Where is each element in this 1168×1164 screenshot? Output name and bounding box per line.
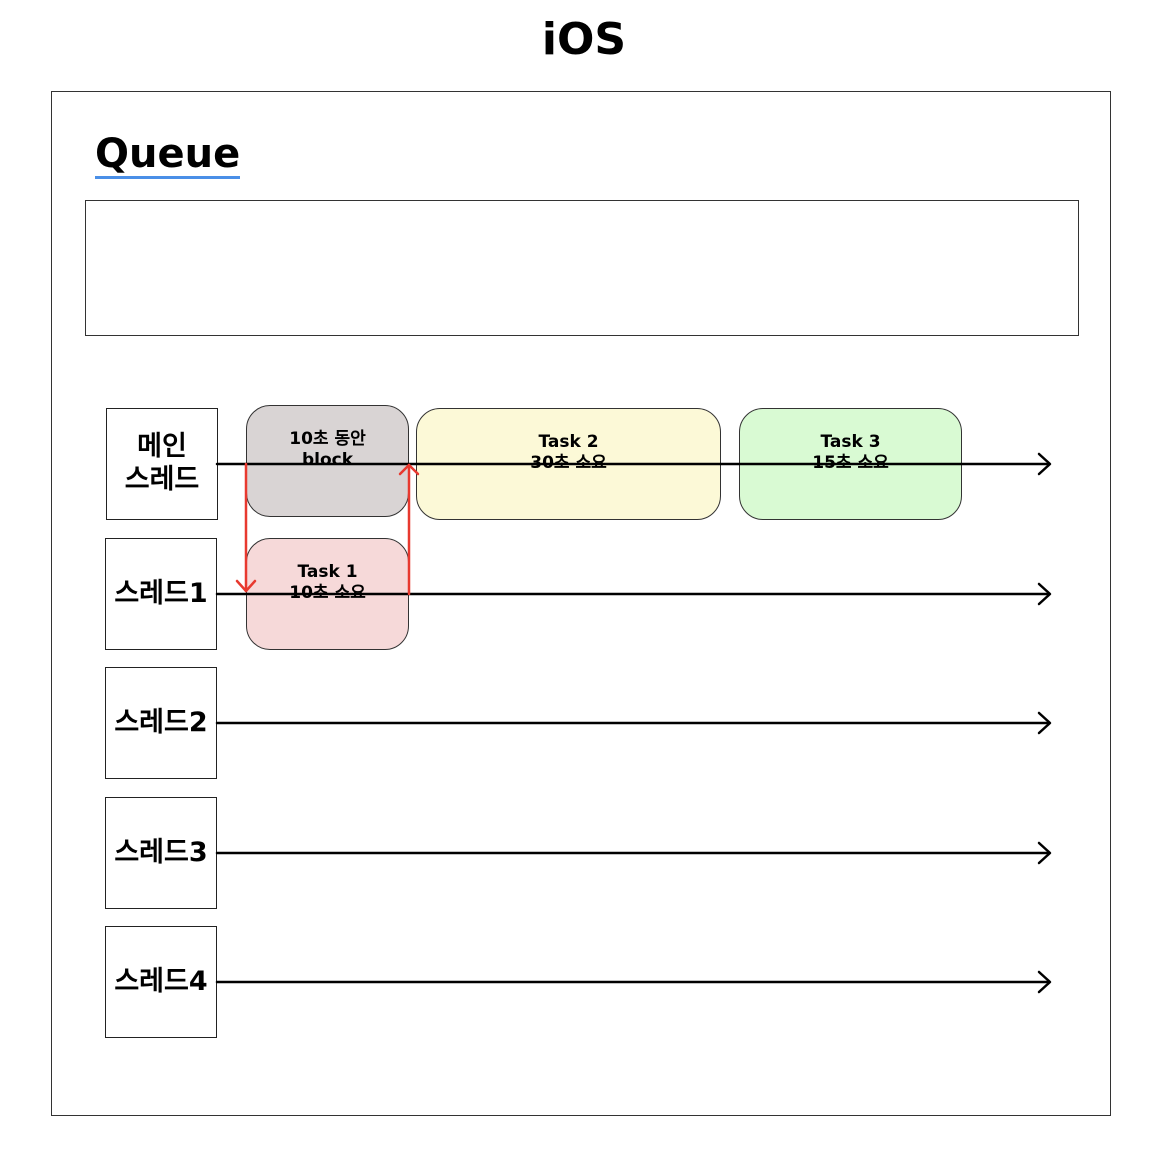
ios-frame bbox=[51, 91, 1111, 1116]
timeline-thread-3 bbox=[215, 841, 1052, 865]
diagram-title: iOS bbox=[541, 14, 627, 65]
dispatch-arrow-down bbox=[235, 462, 257, 593]
timeline-main-thread bbox=[215, 452, 1052, 476]
queue-box bbox=[85, 200, 1079, 336]
return-arrow-up bbox=[398, 463, 420, 596]
timeline-thread-1 bbox=[215, 582, 1052, 606]
task-block: 10초 동안 block bbox=[246, 405, 409, 517]
lane-label-thread-2: 스레드2 bbox=[105, 667, 217, 779]
queue-title: Queue bbox=[95, 131, 241, 179]
lane-label-thread-3: 스레드3 bbox=[105, 797, 217, 909]
timeline-thread-2 bbox=[215, 711, 1052, 735]
timeline-thread-4 bbox=[215, 970, 1052, 994]
